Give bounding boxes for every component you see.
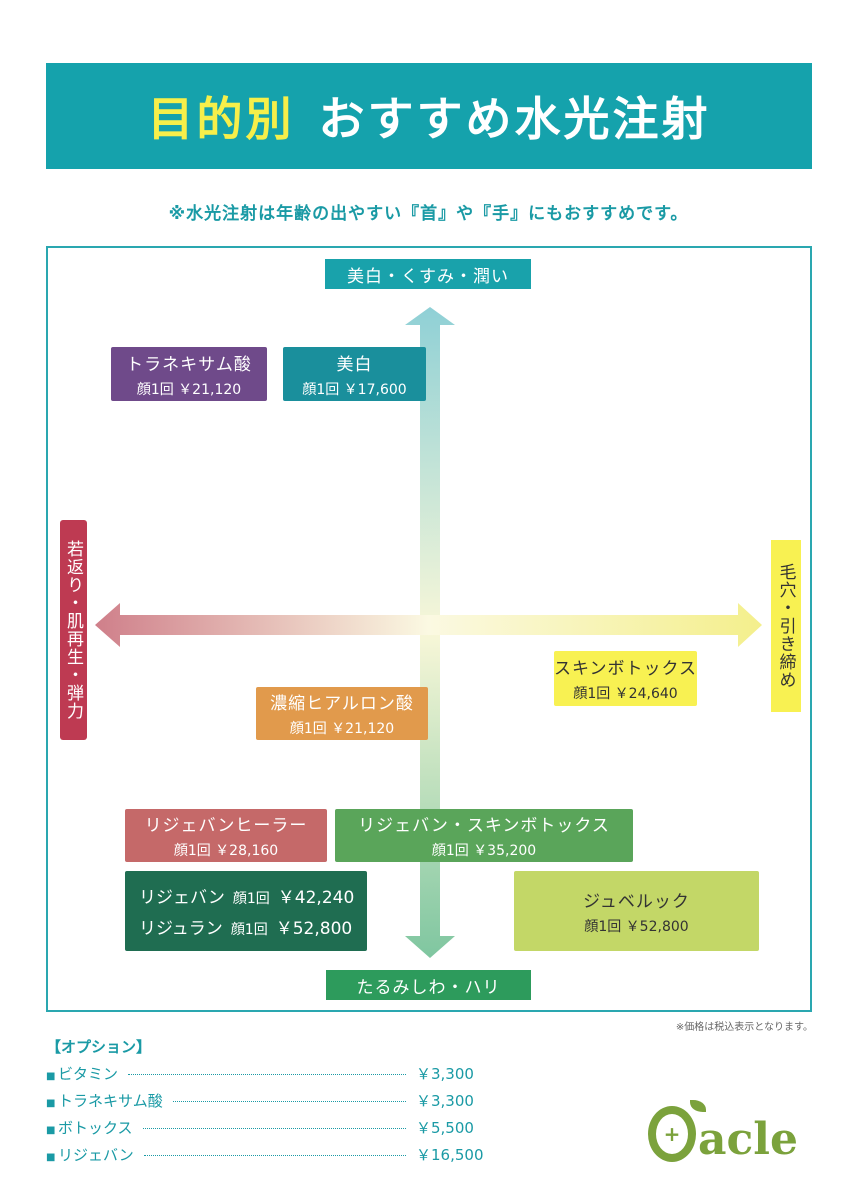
subtitle-note: ※水光注射は年齢の出やすい『首』や『手』にもおすすめです。 <box>168 204 689 224</box>
logo-plus: + <box>663 1122 681 1146</box>
treatment-price: 顔1回 ￥28,160 <box>173 843 279 859</box>
treatment-name: 濃縮ヒアルロン酸 <box>270 694 414 714</box>
option-item: ■ トラネキサム酸 ￥3,300 <box>46 1090 496 1117</box>
treatment-hyaluronic: 濃縮ヒアルロン酸 顔1回 ￥21,120 <box>256 687 428 740</box>
treatment-price: 顔1回 ￥17,600 <box>302 381 407 398</box>
leader-dots <box>142 1128 406 1129</box>
treatment-skin-botox: スキンボトックス 顔1回 ￥24,640 <box>554 651 697 706</box>
oracle-logo: + acle <box>648 1090 814 1162</box>
treatment-name: スキンボトックス <box>554 659 697 679</box>
treatment-rejuvan-skin-botox: リジェバン・スキンボトックス 顔1回 ￥35,200 <box>335 809 633 862</box>
treatment-tranexamic: トラネキサム酸 顔1回 ￥21,120 <box>111 347 267 401</box>
treatment-rejuvan-rejuran: リジェバン 顔1回 ￥42,240 リジュラン 顔1回 ￥52,800 <box>125 871 367 951</box>
options-title: 【オプション】 <box>46 1038 152 1056</box>
treatment-name: リジェバン・スキンボトックス <box>358 816 610 836</box>
option-name: ボトックス <box>58 1119 133 1137</box>
treatment-juvelook: ジュベルック 顔1回 ￥52,800 <box>514 871 759 951</box>
option-item: ■ ボトックス ￥5,500 <box>46 1117 496 1144</box>
axis-label-bottom: たるみしわ・ハリ <box>326 970 531 1000</box>
leaf-icon <box>690 1100 706 1112</box>
option-price: ￥16,500 <box>416 1146 484 1164</box>
treatment-name: リジュラン <box>139 919 223 939</box>
option-item: ■ ビタミン ￥3,300 <box>46 1063 496 1090</box>
option-item: ■ リジェバン ￥16,500 <box>46 1144 496 1171</box>
bullet-icon: ■ <box>46 1125 56 1136</box>
title-highlight: 目的別 <box>147 92 295 146</box>
option-name: トラネキサム酸 <box>58 1092 163 1110</box>
bullet-icon: ■ <box>46 1098 56 1109</box>
leader-dots <box>128 1074 406 1075</box>
treatment-unit: 顔1回 <box>232 891 270 907</box>
axis-label-top: 美白・くすみ・潤い <box>325 259 531 289</box>
option-name: ビタミン <box>58 1065 119 1083</box>
title-banner: 目的別 おすすめ水光注射 <box>46 63 812 169</box>
treatment-name: 美白 <box>336 354 373 375</box>
treatment-price: 顔1回 ￥52,800 <box>584 918 689 935</box>
treatment-name: リジェバンヒーラー <box>144 816 308 836</box>
treatment-price: 顔1回 ￥35,200 <box>431 843 537 859</box>
option-price: ￥3,300 <box>416 1065 474 1083</box>
treatment-name: トラネキサム酸 <box>126 354 252 375</box>
leader-dots <box>172 1101 406 1102</box>
treatment-row: リジェバン 顔1回 ￥42,240 <box>139 883 354 908</box>
horizontal-arrow <box>95 603 762 647</box>
treatment-name: リジェバン <box>139 888 225 908</box>
treatment-unit: 顔1回 <box>230 922 268 938</box>
chart-frame <box>46 246 812 1012</box>
logo-o-mark: + <box>648 1100 706 1162</box>
treatment-rejuvan-healer: リジェバンヒーラー 顔1回 ￥28,160 <box>125 809 327 862</box>
options-list: ■ ビタミン ￥3,300 ■ トラネキサム酸 ￥3,300 ■ ボトックス ￥… <box>46 1063 496 1171</box>
bullet-icon: ■ <box>46 1071 56 1082</box>
logo-text: acle <box>698 1114 799 1165</box>
treatment-price: ￥42,240 <box>277 888 355 908</box>
treatment-whitening: 美白 顔1回 ￥17,600 <box>283 347 426 401</box>
bullet-icon: ■ <box>46 1152 56 1163</box>
treatment-price: 顔1回 ￥21,120 <box>136 381 242 398</box>
option-name: リジェバン <box>58 1146 134 1164</box>
option-price: ￥5,500 <box>416 1119 474 1137</box>
leader-dots <box>143 1155 406 1156</box>
axis-label-right: 毛穴・引き締め <box>771 540 801 712</box>
option-price: ￥3,300 <box>416 1092 474 1110</box>
treatment-name: ジュベルック <box>583 891 690 912</box>
treatment-price: ￥52,800 <box>275 919 353 939</box>
treatment-price: 顔1回 ￥24,640 <box>573 686 678 702</box>
treatment-row: リジュラン 顔1回 ￥52,800 <box>139 914 352 939</box>
page-title: おすすめ水光注射 <box>318 92 711 146</box>
tax-note: ※価格は税込表示となります。 <box>675 1022 813 1033</box>
treatment-price: 顔1回 ￥21,120 <box>289 721 395 737</box>
axis-label-left: 若返り・肌再生・弾力 <box>60 520 87 740</box>
